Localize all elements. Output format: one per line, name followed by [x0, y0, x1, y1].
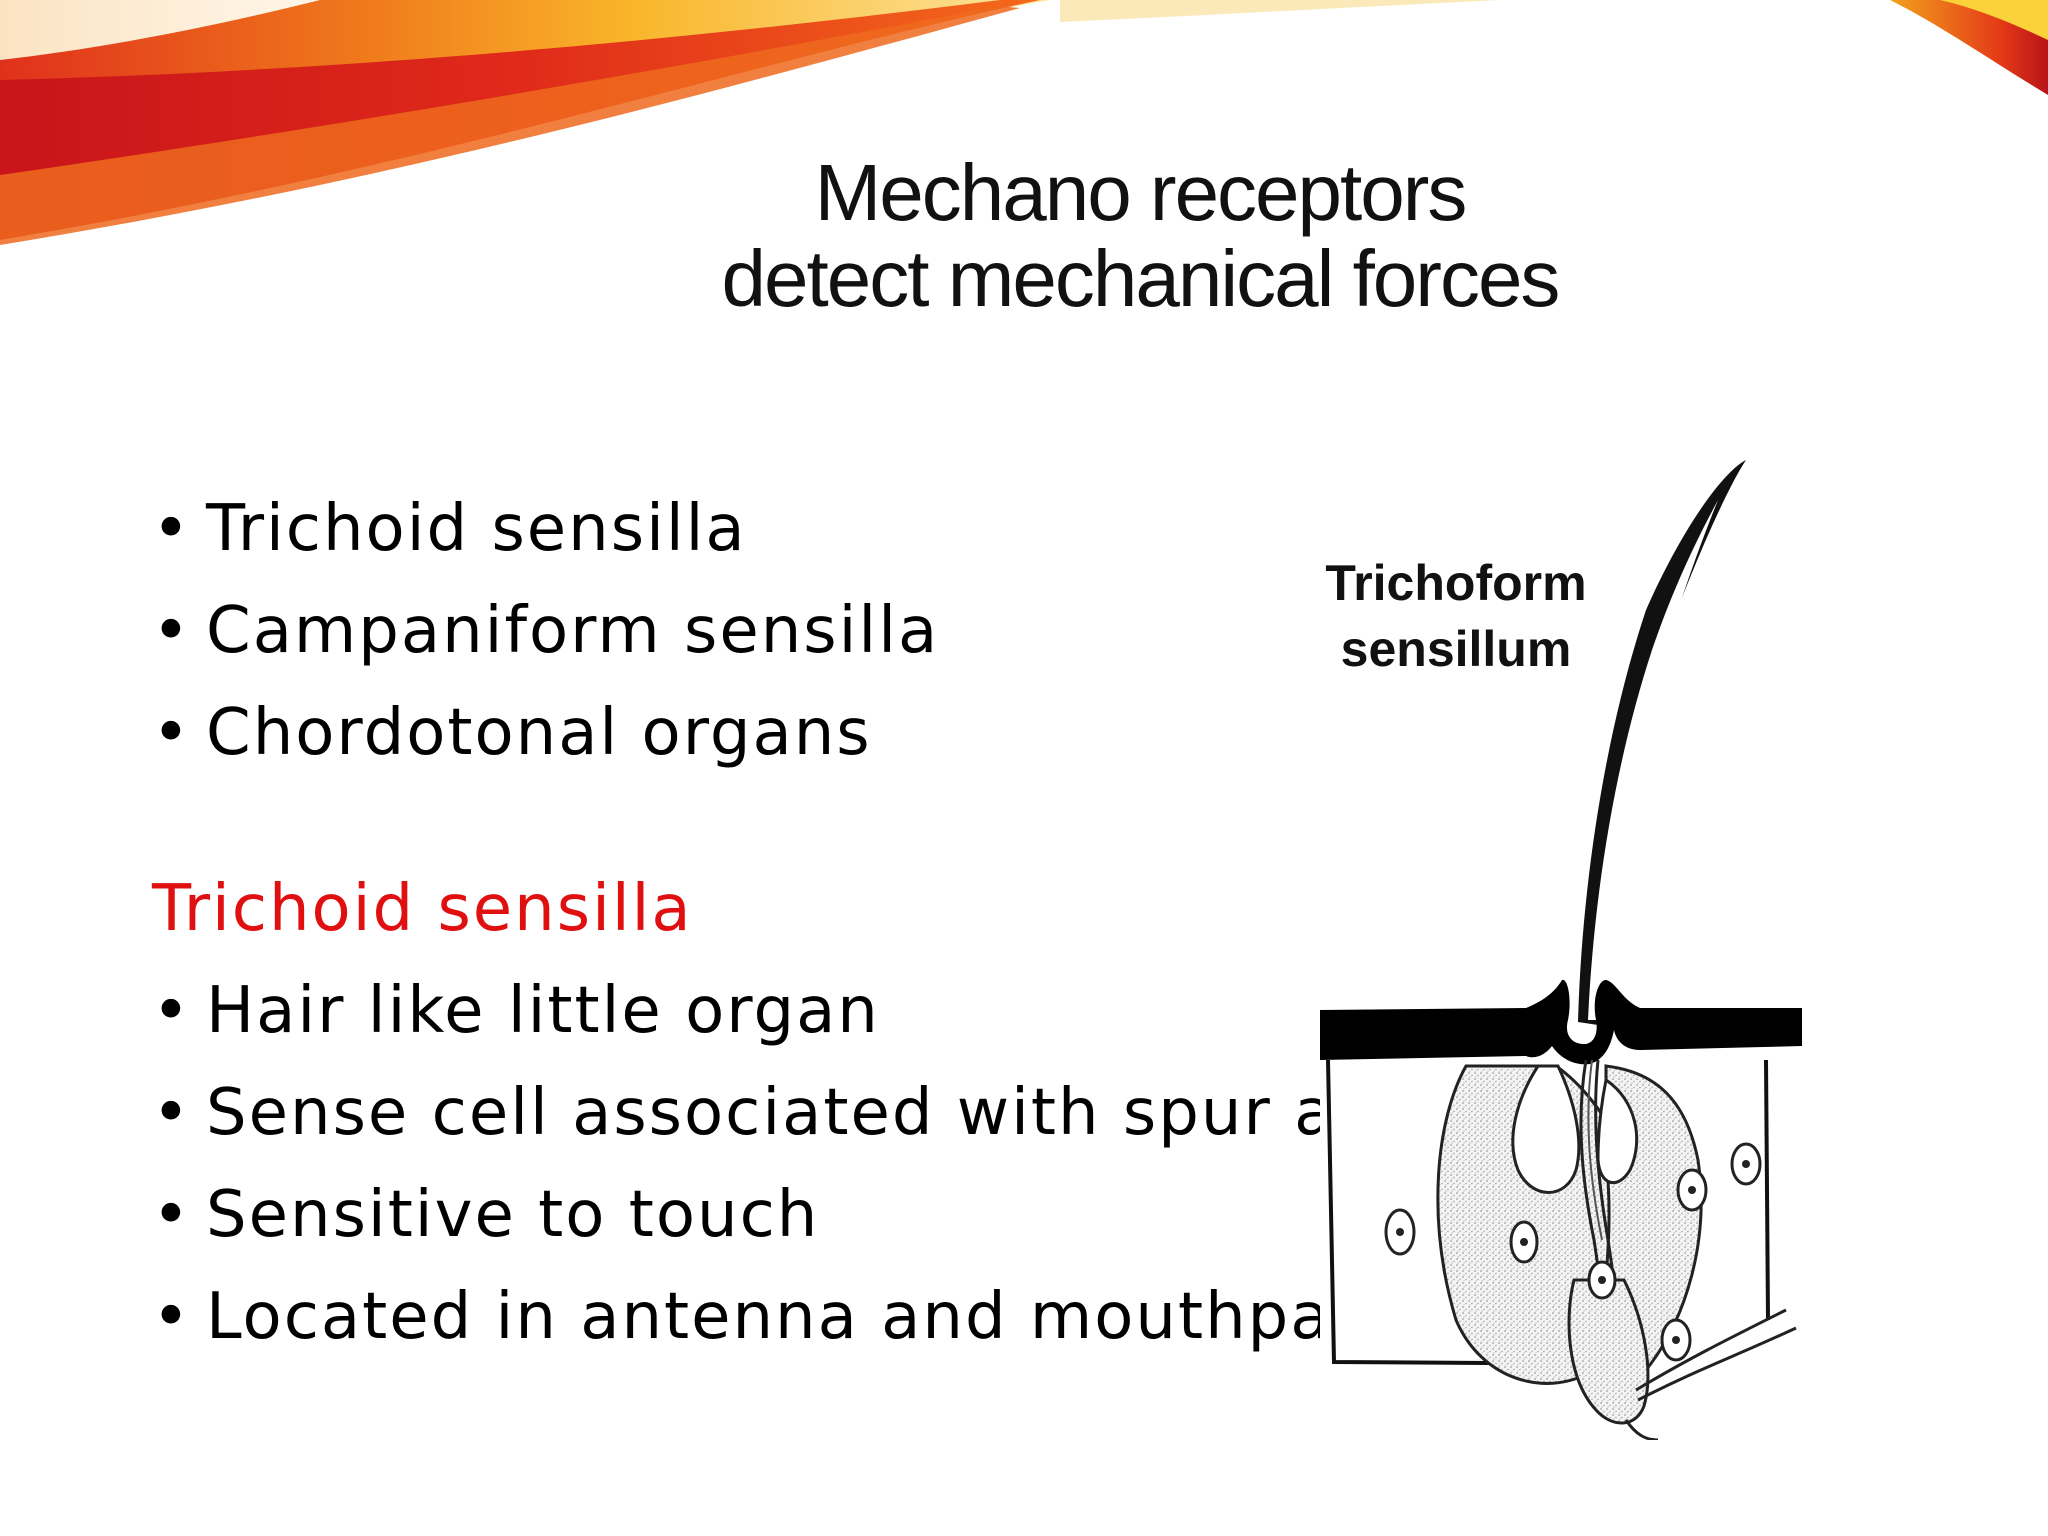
bullet-icon: •: [152, 492, 192, 566]
bullet-icon: •: [152, 594, 192, 668]
bullet-icon: •: [152, 974, 192, 1048]
list-item: •Trichoid sensilla: [152, 478, 939, 580]
figure-label-line-1: Trichoform: [1325, 555, 1587, 611]
bullet-icon: •: [152, 1280, 192, 1354]
header-swoosh-decoration: [0, 0, 2048, 245]
figure-label: Trichoform sensillum: [1306, 550, 1606, 682]
sensillum-diagram: [1320, 460, 1806, 1440]
trichoform-sensillum-figure: Trichoform sensillum: [1306, 460, 1846, 1440]
list-item-text: Sensitive to touch: [206, 1178, 820, 1252]
list-item: •Located in antenna and mouthparts: [152, 1266, 1422, 1368]
list-item: •Campaniform sensilla: [152, 580, 939, 682]
list-item-text: Hair like little organ: [206, 974, 880, 1048]
slide-title-line-1: Mechano receptors: [814, 148, 1468, 237]
list-item: •Chordotonal organs: [152, 682, 939, 784]
figure-label-line-2: sensillum: [1340, 621, 1572, 677]
list-item-text: Sense cell associated with spur and: [206, 1076, 1421, 1150]
list-item: •Sensitive to touch: [152, 1164, 1422, 1266]
list-item-text: Located in antenna and mouthparts: [206, 1280, 1423, 1354]
section-subheading: Trichoid sensilla: [152, 872, 693, 946]
slide-title-line-2: detect mechanical forces: [721, 234, 1561, 323]
list-item: •Hair like little organ: [152, 960, 1422, 1062]
slide-title: Mechano receptors detect mechanical forc…: [640, 150, 1640, 322]
list-item: •Sense cell associated with spur and: [152, 1062, 1422, 1164]
list-item-text: Campaniform sensilla: [206, 594, 940, 668]
trichoid-feature-list: •Hair like little organ •Sense cell asso…: [152, 960, 1422, 1368]
bullet-icon: •: [152, 696, 192, 770]
list-item-text: Chordotonal organs: [206, 696, 872, 770]
receptor-type-list: •Trichoid sensilla •Campaniform sensilla…: [152, 478, 939, 784]
bullet-icon: •: [152, 1178, 192, 1252]
bullet-icon: •: [152, 1076, 192, 1150]
list-item-text: Trichoid sensilla: [206, 492, 747, 566]
